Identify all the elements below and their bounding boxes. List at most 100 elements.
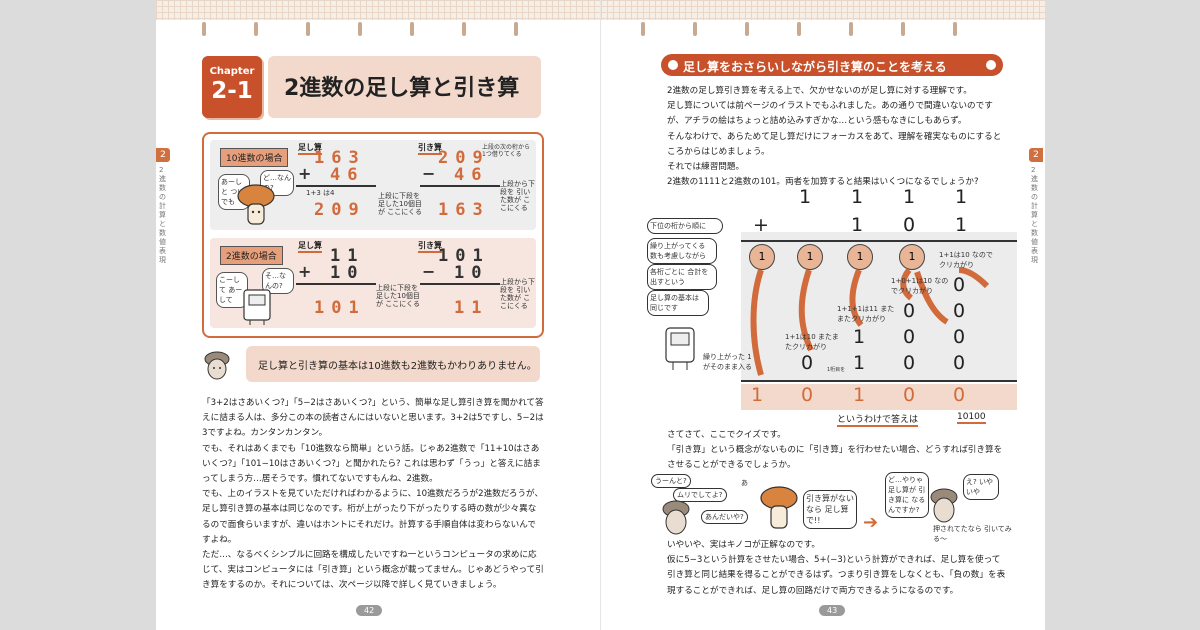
plus-sign: + — [298, 262, 312, 281]
binary-sub-bottom: 10 — [454, 263, 489, 283]
plus-sign: + — [753, 214, 769, 236]
digit-area — [741, 232, 1017, 382]
sub-label: 引き算 — [418, 142, 442, 155]
decimal-row: 10進数の場合 あーしと ついでも ど…なんの? 足し算 + 163 46 20… — [210, 140, 536, 230]
binding-tick — [901, 22, 905, 36]
speech-bubble: あんだいや? — [701, 510, 748, 524]
sum-line — [296, 185, 376, 187]
arrow-right-icon: ➔ — [863, 512, 879, 533]
binary-add-bottom: 10 — [330, 263, 365, 283]
mushroom-character-icon — [760, 486, 798, 529]
left-page: 2 2進数の計算と数値表現 Chapter 2-1 2進数の足し算と引き算 10… — [156, 0, 600, 630]
decimal-add-top: 163 — [314, 148, 366, 168]
binary-sub-top: 101 — [438, 246, 490, 266]
addend-digit: 1 — [955, 186, 968, 208]
paragraph: 「引き算」という概念がないものに「引き算」を行わせたい場合、どうすれば引き算をさ… — [667, 445, 1003, 471]
key-point-text: 足し算と引き算の基本は10進数も2進数もかわりありません。 — [258, 361, 537, 372]
result-line — [741, 380, 1017, 382]
decimal-sub-top: 209 — [438, 148, 490, 168]
add-label: 足し算 — [298, 240, 322, 253]
explanation-bubble: 下位の桁から順に — [647, 218, 723, 234]
binding-tick — [514, 22, 518, 36]
step-note: 1+1は10 またまたクリカがり — [785, 333, 839, 351]
result-digit: 1 — [853, 384, 866, 406]
step-note: 1+1+1は11 またまたクリカがり — [837, 305, 895, 323]
binary-add-result: 101 — [314, 298, 366, 318]
computer-character-icon — [243, 289, 271, 325]
computer-character-icon — [665, 327, 695, 370]
binary-add-top: 11 — [330, 246, 365, 266]
key-point-callout: 足し算と引き算の基本は10進数も2進数もかわりありません。 — [246, 346, 540, 382]
title-box: 2進数の足し算と引き算 — [268, 56, 541, 118]
minus-sign: − — [422, 262, 436, 281]
top-grid-strip — [156, 0, 600, 20]
carry-circle: 1 — [847, 244, 873, 270]
speech-bubble: 引き算がないなら 足し算で!! — [803, 490, 857, 529]
intro-text: 2進数の足し算引き算を考える上で、欠かせないのが足し算に対する理解です。 足し算… — [667, 84, 1007, 190]
speech-bubble: え? いやいや — [963, 474, 999, 500]
mushroom-character-icon — [237, 184, 275, 225]
explanation-bubble: 繰り上がってくる 数も考慮しながら — [647, 238, 717, 264]
binding-tick — [641, 22, 645, 36]
borrow-note: 上段から下段を 引いた数が ここにくる — [500, 278, 535, 310]
addend-digit: 1 — [851, 186, 864, 208]
paragraph: 2進数の足し算引き算を考える上で、欠かせないのが足し算に対する理解です。 — [667, 86, 972, 96]
paragraph: さてさて、ここでクイズです。 — [667, 430, 786, 440]
addend-digit: 1 — [851, 214, 864, 236]
sum-line — [741, 240, 1017, 242]
addend-digit: 1 — [955, 214, 968, 236]
result-digit: 0 — [903, 384, 916, 406]
sub-label: 引き算 — [418, 240, 442, 253]
paragraph: いやいや、実はキノコが正解なのです。 — [667, 540, 820, 550]
carry-tag: 1桁目を — [827, 367, 846, 373]
explanation-bubble: 各桁ごとに 合計を出すという — [647, 264, 717, 290]
binding-tick — [410, 22, 414, 36]
answer-value: 10100 — [957, 412, 986, 424]
step-note: 1+1は10 なのでクリカがり — [939, 251, 993, 269]
caption: 押されてたなら 引いてみる〜 — [933, 525, 1012, 543]
step1-digit: 0 — [953, 274, 966, 296]
header-dot-icon — [668, 60, 678, 70]
carry-note: 上段に下段を 足した10個目が ここにくる — [378, 192, 422, 216]
comparison-illustration: 10進数の場合 あーしと ついでも ど…なんの? 足し算 + 163 46 20… — [202, 132, 544, 338]
paragraph: ただ…、なるべくシンプルに回路を構成したいですね一というコンピュータの求めに応じ… — [202, 550, 544, 591]
paragraph: それでは練習問題。 — [667, 162, 745, 173]
characters-illustration: うーんと? ムリでしてよ? あんだいや? あ 引き算がないなら 足し算で!! ➔… — [641, 472, 1012, 543]
binding-tick — [202, 22, 206, 36]
paragraph: 仮に5−3という計算をさせたい場合、5+(−3)という計算ができれば、足し算を使… — [667, 555, 1006, 596]
acorn-character-icon — [662, 500, 690, 535]
decimal-add-result: 209 — [314, 200, 366, 220]
section-title: 足し算をおさらいしながら引き算のことを考える — [683, 60, 947, 74]
quiz-text: さてさて、ここでクイズです。 「引き算」という概念がないものに「引き算」を行わせ… — [667, 428, 1007, 474]
decimal-case-label: 10進数の場合 — [220, 148, 289, 167]
result-digit: 1 — [751, 384, 764, 406]
paragraph: 足し算については前ページのイラストでもふれました。あの通りで間違いないのですが、… — [667, 101, 993, 127]
step2-digit: 0 — [903, 300, 916, 322]
decimal-add-bottom: 46 — [330, 165, 365, 185]
paragraph: でも、上のイラストを見ていただければわかるように、10進数だろうが2進数だろうが… — [202, 489, 544, 545]
binding-tick — [849, 22, 853, 36]
paragraph: でも、それはあくまでも「10進数なら簡単」という話。じゃあ2進数で「11+10は… — [202, 443, 541, 485]
chapter-badge: Chapter 2-1 — [202, 56, 262, 118]
page-title: 2進数の足し算と引き算 — [284, 76, 520, 101]
result-digit: 0 — [953, 384, 966, 406]
carry-circle: 1 — [899, 244, 925, 270]
add-label: 足し算 — [298, 142, 322, 155]
binding-tick — [254, 22, 258, 36]
decimal-sub-result: 163 — [438, 200, 490, 220]
step-note: 1+0+1は10 なのでクリカがり — [891, 277, 949, 295]
answer-text: というわけで答えは — [837, 412, 919, 427]
chapter-label: Chapter — [209, 66, 255, 77]
carry-note: 上段に下段を 足した10個目が ここにくる — [376, 284, 420, 308]
page-number: 43 — [819, 605, 846, 616]
step2-digit: 0 — [953, 300, 966, 322]
decimal-sub-bottom: 46 — [454, 165, 489, 185]
result-area — [741, 384, 1017, 410]
diff-line — [420, 185, 500, 187]
speech-bubble: ムリでしてよ? — [673, 488, 727, 502]
binding-tick — [306, 22, 310, 36]
step3-digit: 1 — [853, 326, 866, 348]
side-chapter-text: 2進数の計算と数値表現 — [1031, 166, 1038, 264]
binding-tick — [745, 22, 749, 36]
step4-digit: 0 — [953, 352, 966, 374]
